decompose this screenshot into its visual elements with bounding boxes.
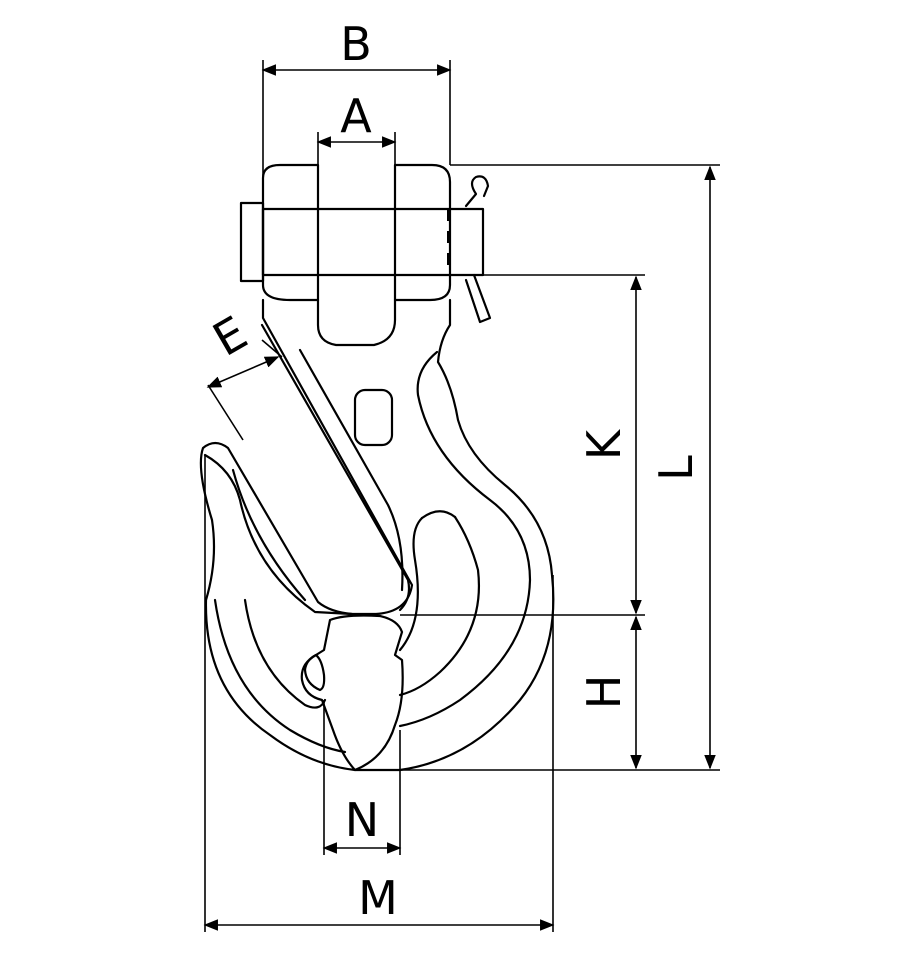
dimension-label-H: H [577, 675, 631, 710]
dimension-label-B: B [340, 17, 372, 71]
pin-head [239, 201, 265, 283]
clevis-jaw-left-section [261, 163, 320, 302]
dimension-A: A [316, 89, 397, 165]
dimension-label-A: A [340, 89, 372, 143]
chain-link-section [300, 614, 404, 772]
dimension-B: B [261, 17, 452, 178]
dimension-label-E: E [204, 305, 256, 366]
hook-body [199, 163, 555, 772]
hook-window [353, 388, 394, 447]
dimension-H: H [577, 615, 642, 770]
dimension-label-M: M [358, 871, 398, 925]
dimension-E: E [204, 305, 283, 441]
dimension-L: L [400, 164, 720, 771]
cotter-pin [464, 175, 492, 324]
dimension-N: N [322, 700, 402, 855]
dimension-label-K: K [577, 428, 631, 460]
dimension-M: M [203, 455, 555, 932]
clevis-jaw-right-section [393, 163, 452, 302]
dimension-label-L: L [649, 455, 703, 481]
dimension-K: K [400, 274, 645, 616]
dimension-label-N: N [345, 793, 379, 847]
